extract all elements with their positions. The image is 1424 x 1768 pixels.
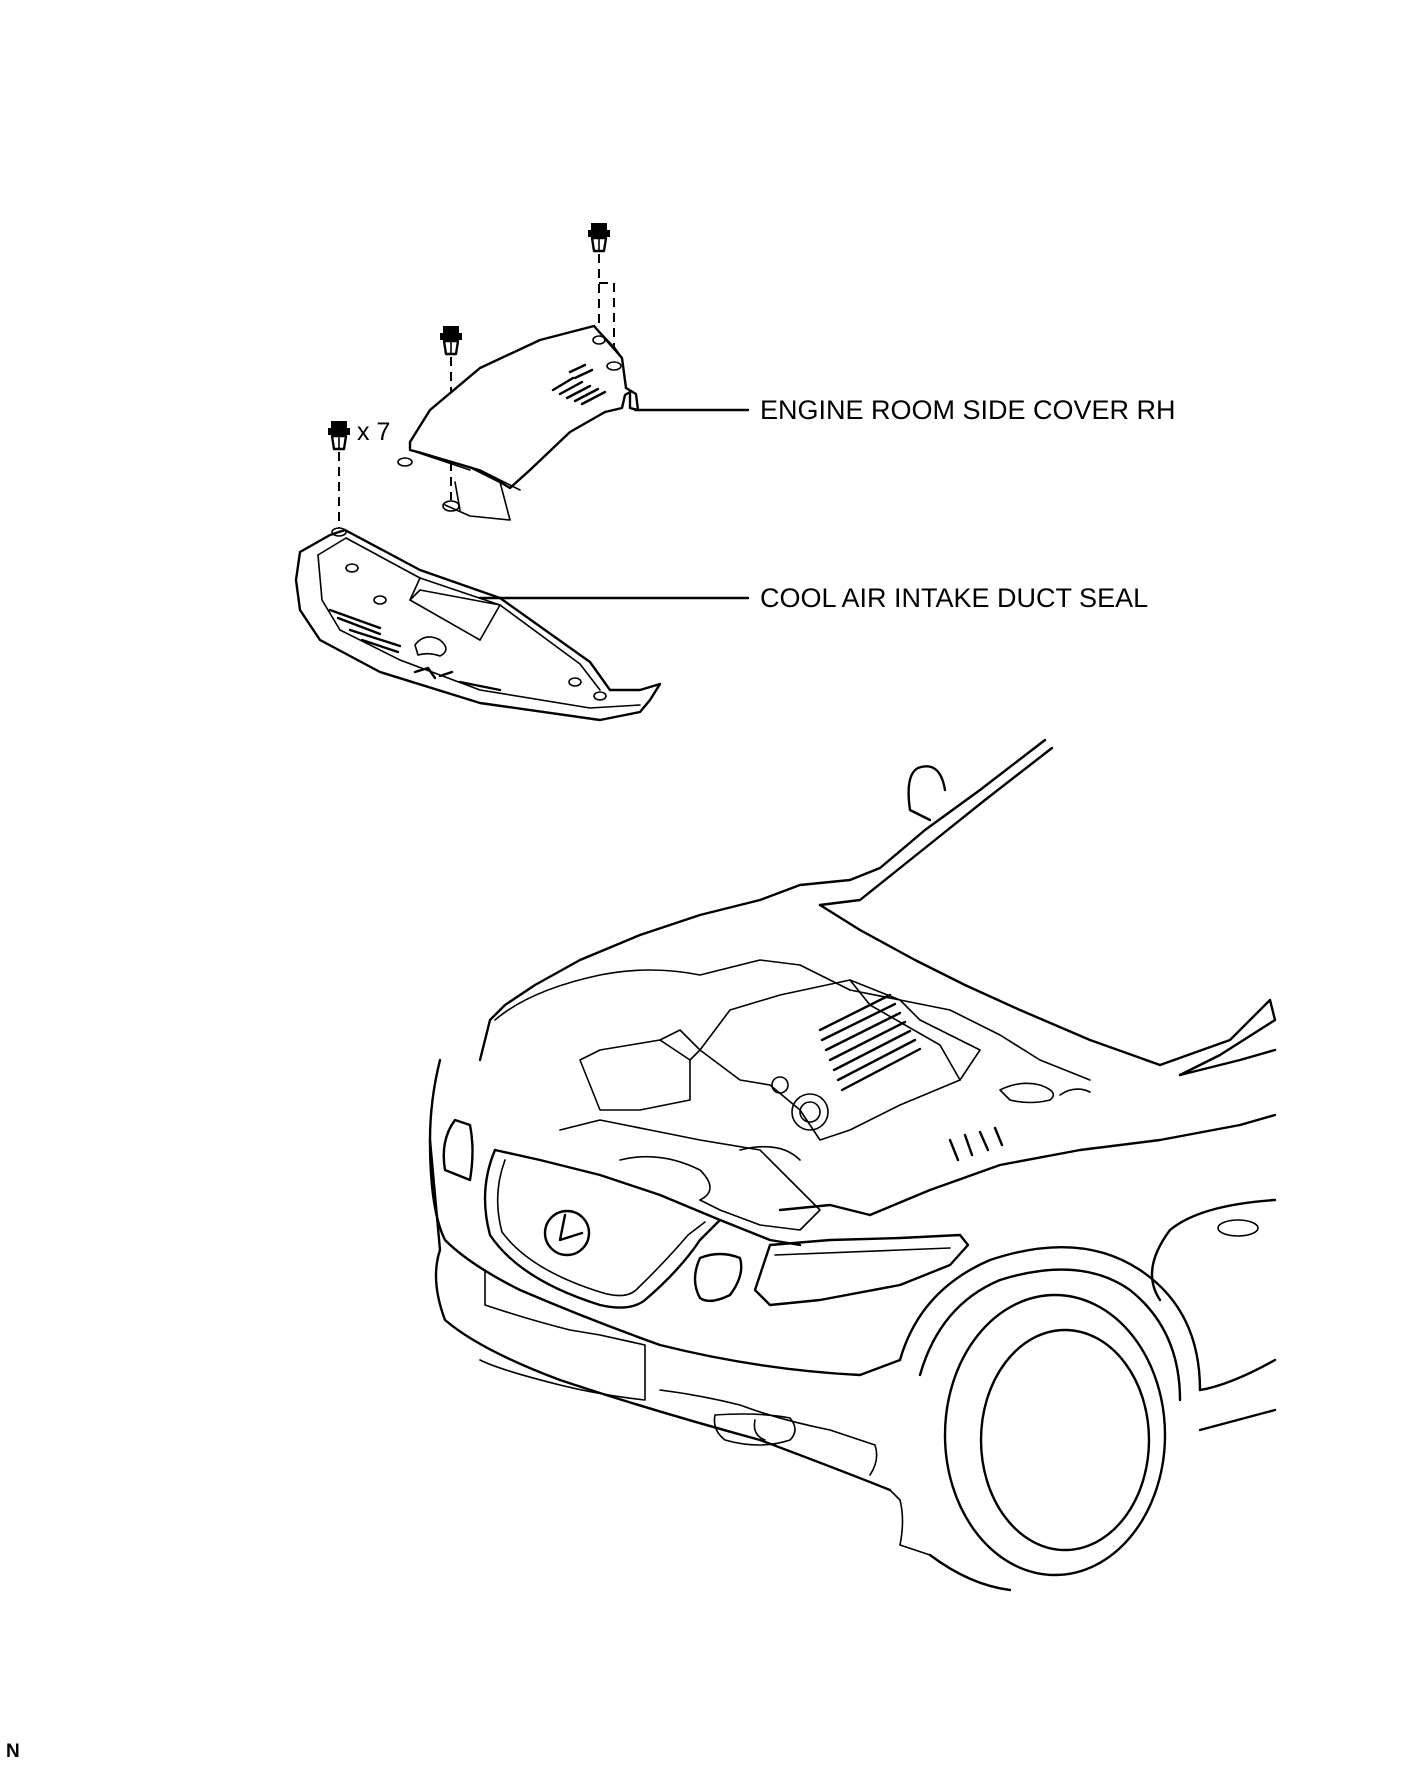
push-clip-icon: [328, 421, 350, 451]
duct-seal-callout: COOL AIR INTAKE DUCT SEAL: [478, 583, 1148, 613]
cool-air-intake-duct-seal: [294, 527, 662, 722]
engine-room-side-cover-rh: [397, 324, 640, 521]
vehicle-front-illustration: [428, 738, 1277, 1592]
corner-mark: N: [6, 1741, 20, 1762]
clip-quantity-label: x 7: [357, 418, 390, 446]
engine-cover-ribs: [818, 993, 922, 1092]
installation-guides: [338, 254, 615, 528]
cover-slots: [551, 363, 607, 406]
duct-seal-label: COOL AIR INTAKE DUCT SEAL: [760, 583, 1148, 613]
side-cover-callout: ENGINE ROOM SIDE COVER RH: [633, 395, 1176, 425]
push-clip-icon: [588, 223, 610, 253]
side-cover-label: ENGINE ROOM SIDE COVER RH: [760, 395, 1176, 425]
push-clip-icon: [440, 326, 462, 356]
